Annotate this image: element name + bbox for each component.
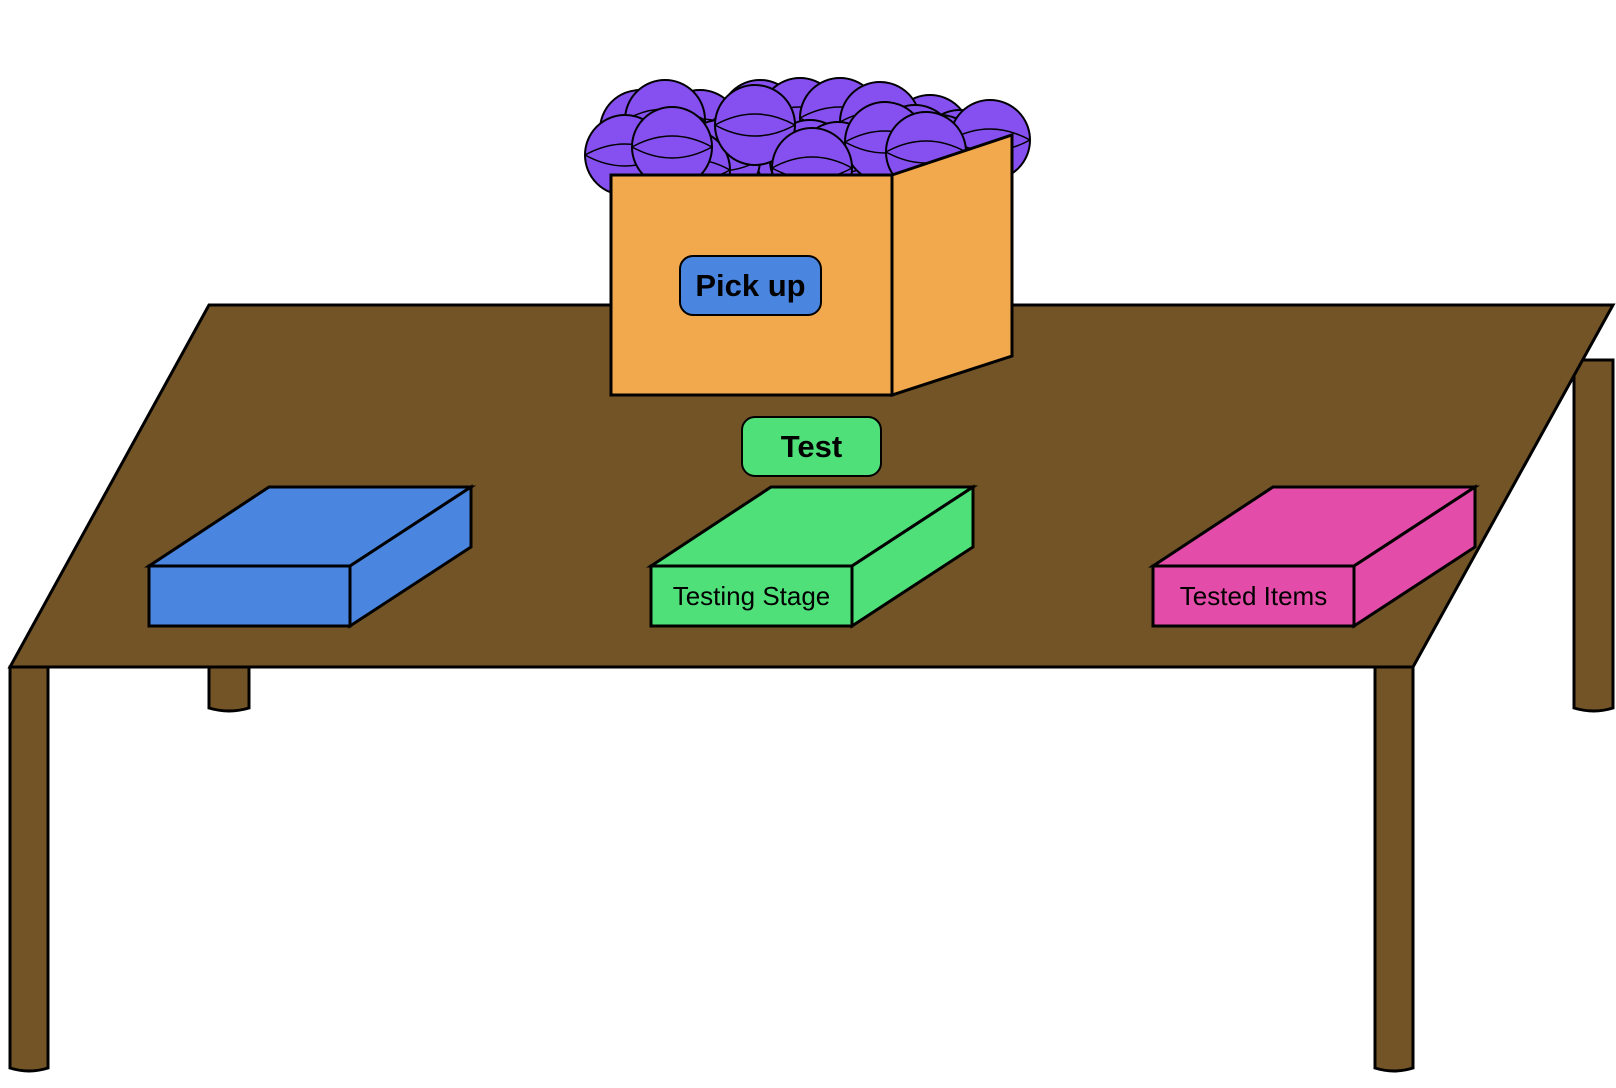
table-leg-front-right	[1373, 665, 1415, 1073]
crate-side	[890, 132, 1014, 398]
ball-icon	[714, 84, 796, 166]
pick-up-button[interactable]: Pick up	[679, 255, 822, 316]
blue-box[interactable]	[143, 484, 477, 629]
pink-box[interactable]	[1147, 484, 1481, 629]
ball-icon	[631, 106, 713, 188]
table-leg-front-left	[8, 665, 50, 1073]
test-button[interactable]: Test	[741, 416, 882, 477]
tested-items-label: Tested Items	[1179, 581, 1328, 611]
table-leg-back-left	[207, 658, 251, 713]
testing-stage-label: Testing Stage	[672, 581, 831, 611]
green-box[interactable]	[645, 484, 979, 629]
table-leg-back-right	[1572, 358, 1615, 713]
